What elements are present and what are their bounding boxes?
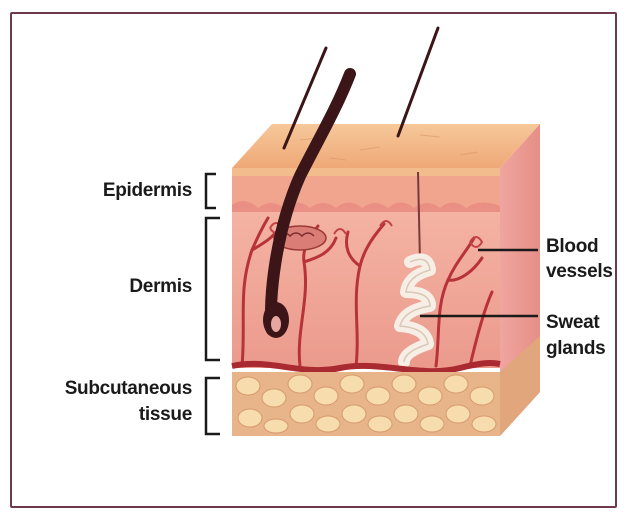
bracket-dermis xyxy=(206,218,220,360)
label-epidermis: Epidermis xyxy=(40,180,192,202)
hair-shaft-right xyxy=(398,28,438,136)
bracket-epidermis xyxy=(206,174,216,208)
label-tissue: tissue xyxy=(18,404,192,426)
label-glands: glands xyxy=(546,338,605,360)
label-subcutaneous: Subcutaneous xyxy=(18,378,192,400)
label-dermis: Dermis xyxy=(40,276,192,298)
label-blood: Blood xyxy=(546,236,598,258)
skin-surface xyxy=(232,124,540,168)
bracket-subcutaneous xyxy=(206,378,220,434)
label-sweat: Sweat xyxy=(546,312,599,334)
label-vessels: vessels xyxy=(546,261,613,283)
